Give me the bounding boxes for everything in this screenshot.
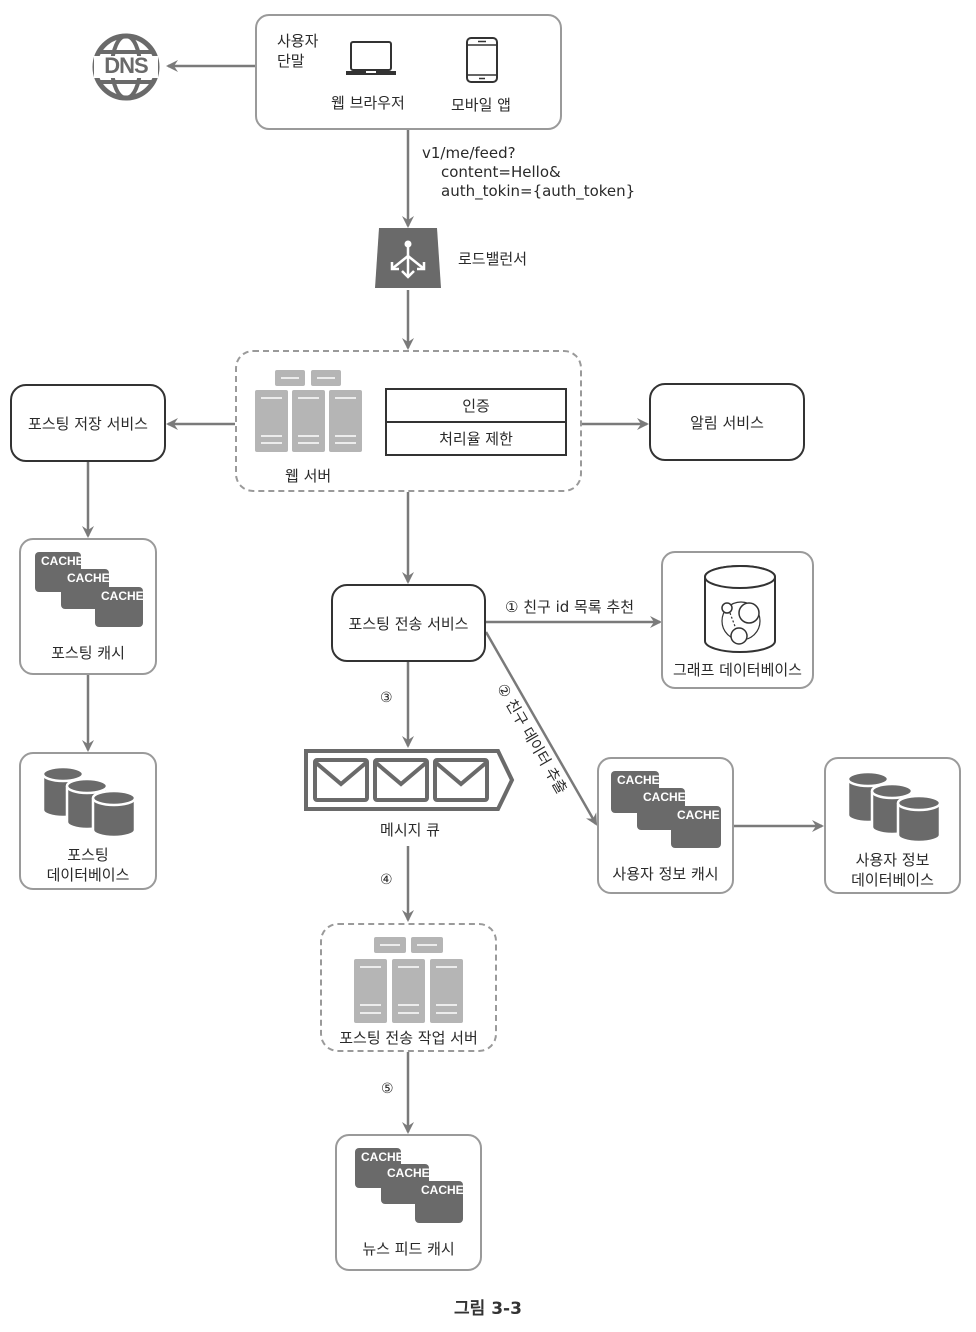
cache-stack-icon: CACHE CACHE CACHE [35,552,144,630]
fanout-workers-label: 포스팅 전송 작업 서버 [339,1029,478,1047]
web-server-modules: 인증 처리율 제한 [385,388,567,456]
step-1-label: ① 친구 id 목록 추천 [505,598,635,616]
post-storage-service: 포스팅 저장 서비스 [10,384,166,462]
notification-service-label: 알림 서비스 [690,413,764,432]
graph-db-label: 그래프 데이터베이스 [673,661,802,679]
cache-stack-icon: CACHE CACHE CACHE [611,771,721,851]
post-cache-box: CACHE CACHE CACHE 포스팅 캐시 [19,538,157,675]
figure-caption: 그림 3-3 [454,1299,522,1319]
request-line-1: v1/me/feed? [422,144,516,162]
dns-node: DNS [90,32,162,102]
news-feed-cache-label: 뉴스 피드 캐시 [362,1240,455,1258]
cache-block: CACHE [415,1181,464,1223]
graph-database-icon [704,565,776,653]
laptop-icon [346,41,396,75]
step-3-label: ③ [380,690,393,706]
step-4-label: ④ [380,872,393,888]
user-db-label-line1: 사용자 정보 [855,851,930,869]
request-line-2: content=Hello& [441,163,561,181]
client-title-line2: 단말 [277,52,305,70]
notification-service: 알림 서비스 [649,383,805,461]
user-cache-box: CACHE CACHE CACHE 사용자 정보 캐시 [597,757,734,894]
cache-block: CACHE [611,771,660,813]
post-db-label-line1: 포스팅 [67,846,109,864]
post-cache-label: 포스팅 캐시 [51,644,125,662]
web-server-group: 웹 서버 인증 처리율 제한 [235,350,582,492]
database-stack-icon [846,771,942,843]
news-feed-cache-box: CACHE CACHE CACHE 뉴스 피드 캐시 [335,1134,482,1271]
load-balancer-label: 로드밸런서 [458,250,528,268]
server-rack-icon [255,370,362,452]
post-db-label-line2: 데이터베이스 [46,866,130,884]
mobile-app-label: 모바일 앱 [451,96,511,114]
client-devices-box: 사용자 단말 웹 브라우저 모바일 앱 [255,14,562,130]
globe-icon [92,33,160,101]
post-database-box: 포스팅 데이터베이스 [19,752,157,890]
web-server-label: 웹 서버 [285,467,332,485]
client-title-line1: 사용자 [277,32,319,50]
user-db-label-line2: 데이터베이스 [851,871,934,889]
database-stack-icon [41,766,137,838]
load-balancer-icon [375,228,441,288]
user-cache-label: 사용자 정보 캐시 [612,865,719,883]
graph-database-box: 그래프 데이터베이스 [661,551,814,689]
fanout-workers-group: 포스팅 전송 작업 서버 [320,923,497,1052]
cache-block: CACHE [671,806,721,848]
step-5-label: ⑤ [381,1081,394,1097]
user-database-box: 사용자 정보 데이터베이스 [824,757,961,894]
module-authentication: 인증 [387,390,565,423]
message-queue-label: 메시지 큐 [380,821,440,839]
request-annotation: v1/me/feed? content=Hello& auth_tokin={a… [422,144,635,201]
fanout-service: 포스팅 전송 서비스 [331,584,486,662]
mobile-phone-icon [466,37,498,83]
dns-label: DNS [104,53,148,78]
cache-stack-icon: CACHE CACHE CACHE [355,1148,465,1228]
web-browser-label: 웹 브라우저 [331,94,405,112]
fanout-service-label: 포스팅 전송 서비스 [348,614,469,633]
module-rate-limiter: 처리율 제한 [439,430,513,448]
message-queue-icon [304,749,515,811]
post-storage-service-label: 포스팅 저장 서비스 [28,414,148,433]
server-rack-icon [354,937,463,1023]
request-line-3: auth_tokin={auth_token} [441,182,636,200]
cache-block: CACHE [95,587,144,627]
